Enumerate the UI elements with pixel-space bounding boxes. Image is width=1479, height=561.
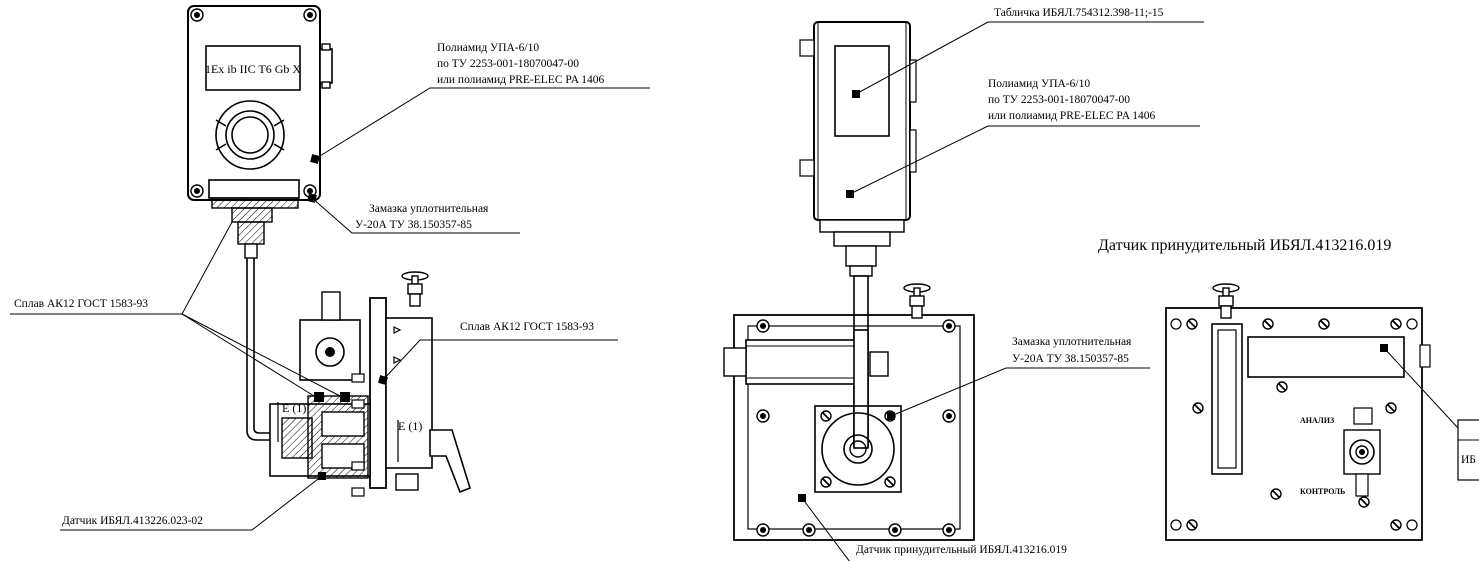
- middle-enclosure: [813, 21, 911, 221]
- middle-sealant-label-line2: У-20А ТУ 38.150357-85: [1012, 353, 1129, 365]
- middle-sealant-label-line1: Замазка уплотнительная: [1012, 336, 1132, 348]
- right-alloy-label: Сплав АК12 ГОСТ 1583-93: [460, 321, 594, 333]
- left-housing-label-line2: по ТУ 2253-001-18070047-00: [437, 58, 579, 70]
- right-view: Датчик принудительный ИБЯЛ.413216.019 АН…: [1098, 237, 1479, 541]
- middle-base-plate: [733, 314, 975, 541]
- middle-housing-label-line1: Полиамид УПА-6/10: [988, 78, 1090, 90]
- left-sealant-label-line1: Замазка уплотнительная: [369, 203, 489, 215]
- left-sensor-label: Датчик ИБЯЛ.413226.023-02: [62, 515, 203, 527]
- marking-plate: [205, 45, 301, 91]
- middle-sensor-label: Датчик принудительный ИБЯЛ.413216.019: [856, 544, 1067, 556]
- enclosure-body: [187, 5, 321, 201]
- analysis-label: АНАЛИЗ: [1300, 416, 1334, 425]
- marking-plate-text: 1Ex ib IIC T6 Gb X: [205, 62, 301, 76]
- left-sealant-label-line2: У-20А ТУ 38.150357-85: [355, 219, 472, 231]
- middle-view: Табличка ИБЯЛ.754312.398-11;-15 Полиамид…: [723, 7, 1204, 561]
- right-panel: [1165, 307, 1423, 541]
- e1-label-right: E (1): [398, 419, 422, 433]
- partial-label-text: ИБ: [1461, 454, 1476, 466]
- middle-plate-label: Табличка ИБЯЛ.754312.398-11;-15: [994, 7, 1164, 19]
- control-label: КОНТРОЛЬ: [1300, 487, 1345, 496]
- middle-housing-label-line3: или полиамид PRE-ELEC PA 1406: [988, 110, 1156, 122]
- left-housing-label-line1: Полиамид УПА-6/10: [437, 42, 539, 54]
- middle-housing-label-line2: по ТУ 2253-001-18070047-00: [988, 94, 1130, 106]
- e1-label-left: E (1): [282, 401, 306, 415]
- left-alloy-label: Сплав АК12 ГОСТ 1583-93: [14, 298, 148, 310]
- right-view-title: Датчик принудительный ИБЯЛ.413216.019: [1098, 237, 1391, 254]
- left-view: 1Ex ib IIC T6 Gb X: [10, 5, 650, 531]
- middle-plate: [834, 45, 890, 137]
- left-housing-label-line3: или полиамид PRE-ELEC PA 1406: [437, 74, 605, 86]
